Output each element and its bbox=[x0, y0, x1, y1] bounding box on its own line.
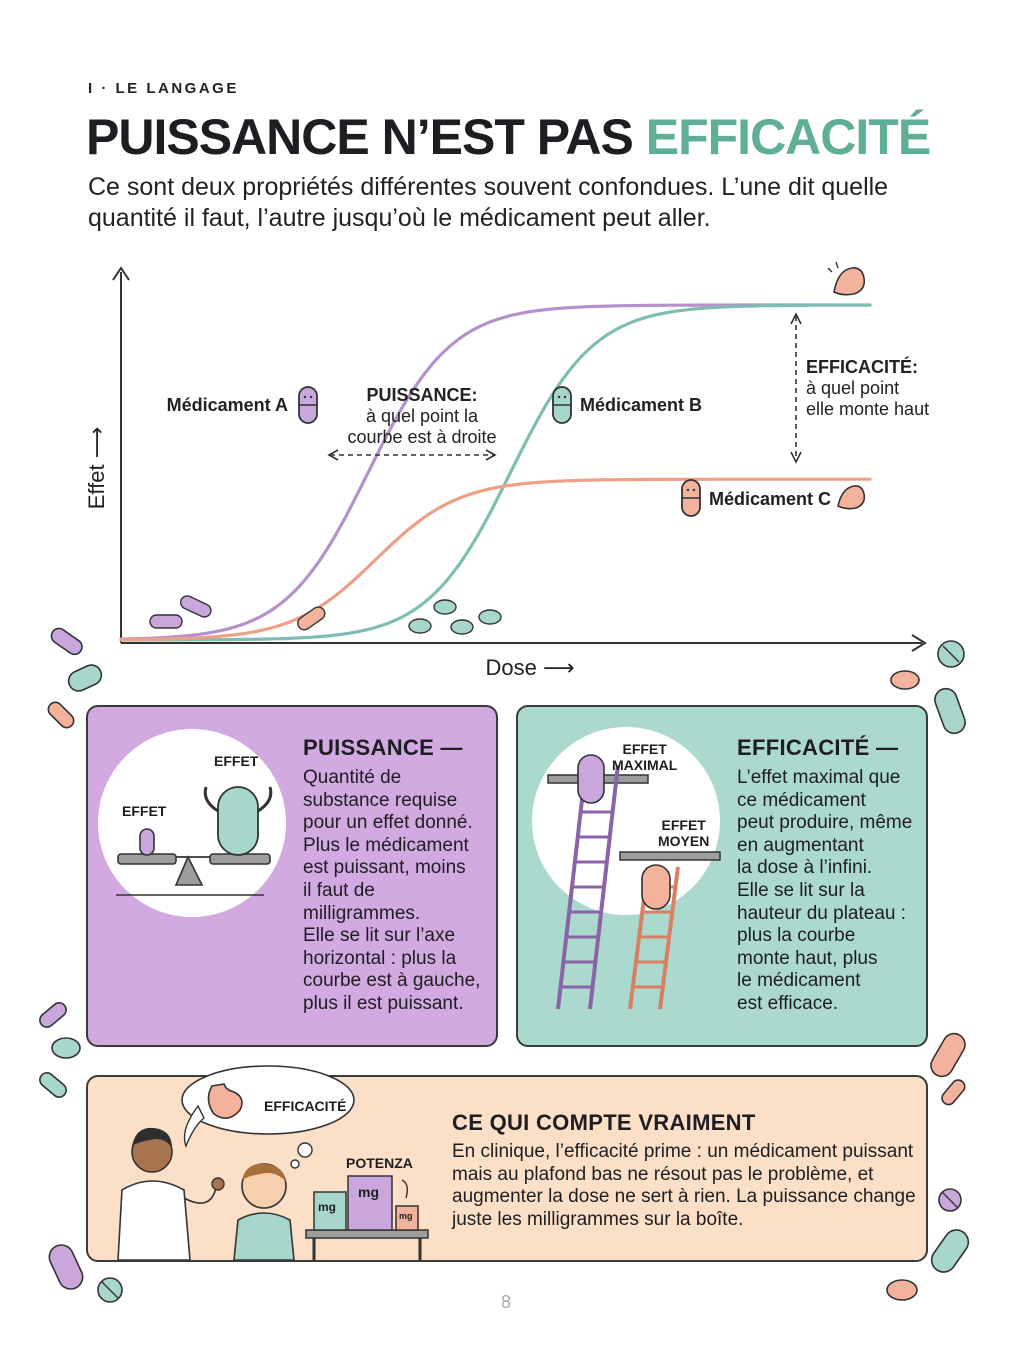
puissance-heading: PUISSANCE — bbox=[303, 735, 463, 760]
body-line: augmenter la dose ne sert à rien. La pui… bbox=[452, 1186, 916, 1208]
ladder-icon bbox=[547, 754, 721, 1010]
potenza-label: POTENZA bbox=[346, 1155, 413, 1171]
label-line: EFFET bbox=[661, 817, 706, 833]
pill-icon-a bbox=[298, 386, 318, 424]
label-line: MOYEN bbox=[658, 833, 710, 849]
body-line: milligrammes. bbox=[303, 902, 421, 924]
pill-decor-right bbox=[890, 640, 966, 735]
bubble-label: EFFICACITÉ bbox=[264, 1098, 347, 1114]
scale-label-big: EFFET bbox=[214, 753, 259, 769]
pill-icon-c bbox=[681, 479, 701, 517]
puissance-panel: EFFET EFFET PUISSANCE — Quantité de subs… bbox=[86, 705, 498, 1047]
body-line: mais au plafond bas ne résout pas le pro… bbox=[452, 1163, 874, 1185]
body-line: courbe est à gauche, bbox=[303, 970, 481, 992]
body-line: L’effet maximal que bbox=[737, 767, 901, 788]
body-line: hauteur du plateau : bbox=[737, 902, 907, 924]
pill-decor-left-mid bbox=[39, 1002, 81, 1098]
conclusion-body: En clinique, l’efficacité prime : un méd… bbox=[452, 1141, 922, 1231]
body-line: il faut de bbox=[303, 879, 375, 901]
series-label-b: Médicament B bbox=[580, 395, 702, 415]
muscle-icon-top bbox=[827, 261, 866, 296]
box-unit-tiny: mg bbox=[399, 1211, 413, 1221]
title-accent: EFFICACITÉ bbox=[645, 109, 931, 165]
body-line: En clinique, l’efficacité prime : un méd… bbox=[452, 1141, 914, 1162]
dose-effect-chart: Effet ⟶ Dose ⟶ Médicament A Médicament B… bbox=[84, 261, 929, 680]
pill-decor-left bbox=[47, 627, 103, 729]
conclusion-heading: CE QUI COMPTE VRAIMENT bbox=[452, 1110, 756, 1135]
scale-icon bbox=[116, 786, 273, 896]
pill-decor-bottom-right bbox=[886, 1188, 970, 1301]
pill-decor-right-mid bbox=[930, 1032, 966, 1106]
y-axis-label: Effet ⟶ bbox=[84, 427, 109, 510]
body-line: en augmentant bbox=[737, 834, 864, 856]
ladder-label-mid: EFFET MOYEN bbox=[658, 817, 709, 849]
body-line: plus il est puissant. bbox=[303, 992, 464, 1014]
body-line: peut produire, même bbox=[737, 812, 913, 834]
puissance-annot-title: PUISSANCE: bbox=[366, 385, 477, 405]
body-line: Elle se lit sur la bbox=[737, 879, 865, 901]
body-line: monte haut, plus bbox=[737, 947, 878, 969]
body-line: ce médicament bbox=[737, 789, 866, 811]
curve-group bbox=[119, 303, 872, 642]
body-line: pour un effet donné. bbox=[303, 812, 473, 834]
body-line: est puissant, moins bbox=[303, 857, 466, 879]
title-main: PUISSANCE N’EST PAS bbox=[86, 109, 646, 165]
box-unit-large: mg bbox=[358, 1184, 379, 1200]
muscle-icon-c bbox=[837, 485, 866, 510]
efficacite-arrow bbox=[790, 312, 802, 464]
curve-a bbox=[119, 303, 872, 641]
pill-decor-origin bbox=[149, 595, 502, 635]
page-number: 8 bbox=[500, 1292, 511, 1312]
body-line: juste les milligrammes sur la boîte. bbox=[452, 1208, 744, 1230]
label-line: MAXIMAL bbox=[612, 757, 678, 773]
efficacite-body: L’effet maximal que ce médicament peut p… bbox=[737, 767, 922, 1016]
efficacite-heading: EFFICACITÉ — bbox=[737, 735, 899, 760]
ladder-label-max: EFFET MAXIMAL bbox=[612, 741, 677, 773]
body-line: Elle se lit sur l’axe bbox=[303, 925, 456, 947]
body-line: Quantité de bbox=[303, 767, 402, 788]
label-line: EFFET bbox=[622, 741, 667, 757]
page-title: PUISSANCE N’EST PAS EFFICACITÉ bbox=[86, 108, 931, 166]
puissance-arrow bbox=[327, 449, 497, 461]
puissance-annot-line1: à quel point la bbox=[366, 406, 479, 426]
puissance-annot-line2: courbe est à droite bbox=[347, 427, 496, 447]
box-unit-small: mg bbox=[318, 1200, 336, 1214]
pill-decor-bottom-left bbox=[48, 1244, 123, 1303]
curve-b bbox=[119, 303, 872, 642]
curve-c bbox=[119, 477, 872, 642]
body-line: la dose à l’infini. bbox=[737, 857, 873, 879]
body-line: horizontal : plus la bbox=[303, 947, 457, 969]
puissance-body: Quantité de substance requise pour un ef… bbox=[303, 767, 488, 1016]
section-eyebrow: I · LE LANGAGE bbox=[88, 80, 239, 97]
body-line: le médicament bbox=[737, 970, 861, 992]
series-label-a: Médicament A bbox=[167, 395, 288, 415]
x-axis-label: Dose ⟶ bbox=[485, 655, 574, 680]
body-line: plus la courbe bbox=[737, 925, 856, 947]
ladder-illustration-circle bbox=[532, 727, 720, 915]
body-line: est efficace. bbox=[737, 992, 839, 1014]
intro-paragraph: Ce sont deux propriétés différentes souv… bbox=[88, 173, 889, 232]
series-label-c: Médicament C bbox=[709, 489, 831, 509]
efficacite-annot-line1: à quel point bbox=[806, 378, 899, 398]
body-line: substance requise bbox=[303, 789, 458, 811]
doctor-patient-illustration bbox=[117, 1065, 429, 1260]
scale-label-small: EFFET bbox=[122, 803, 167, 819]
efficacite-annot-line2: elle monte haut bbox=[806, 399, 929, 419]
body-line: Plus le médicament bbox=[303, 834, 469, 856]
pill-icon-b bbox=[552, 386, 572, 424]
efficacite-annot-title: EFFICACITÉ: bbox=[806, 356, 918, 377]
efficacite-panel: EFFET MAXIMAL EFFET MOYEN EFFICACITÉ — L… bbox=[516, 705, 928, 1047]
